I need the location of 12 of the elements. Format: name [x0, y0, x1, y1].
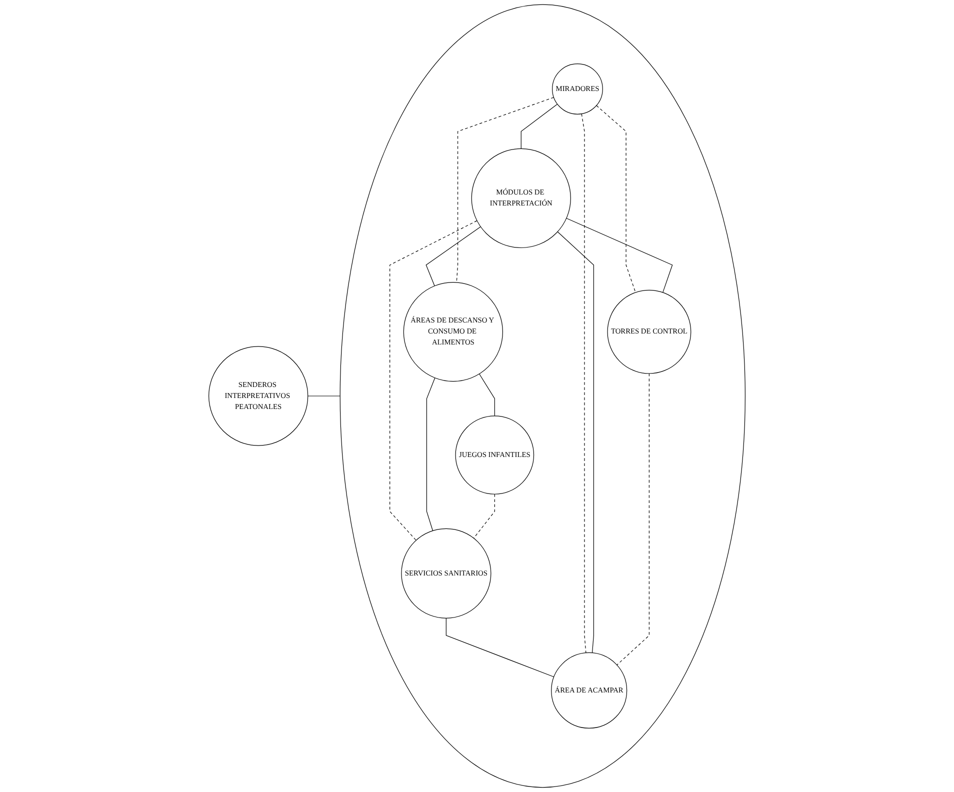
- connector: [426, 226, 481, 286]
- connector: [390, 220, 478, 541]
- connector: [520, 104, 558, 149]
- connector: [557, 231, 594, 654]
- connector: [473, 494, 495, 538]
- connector: [616, 373, 650, 666]
- connector: [479, 374, 495, 416]
- connector: [446, 618, 554, 678]
- connector: [566, 218, 673, 293]
- cluster: [340, 4, 746, 788]
- connector: [426, 378, 436, 532]
- connector: [596, 105, 636, 293]
